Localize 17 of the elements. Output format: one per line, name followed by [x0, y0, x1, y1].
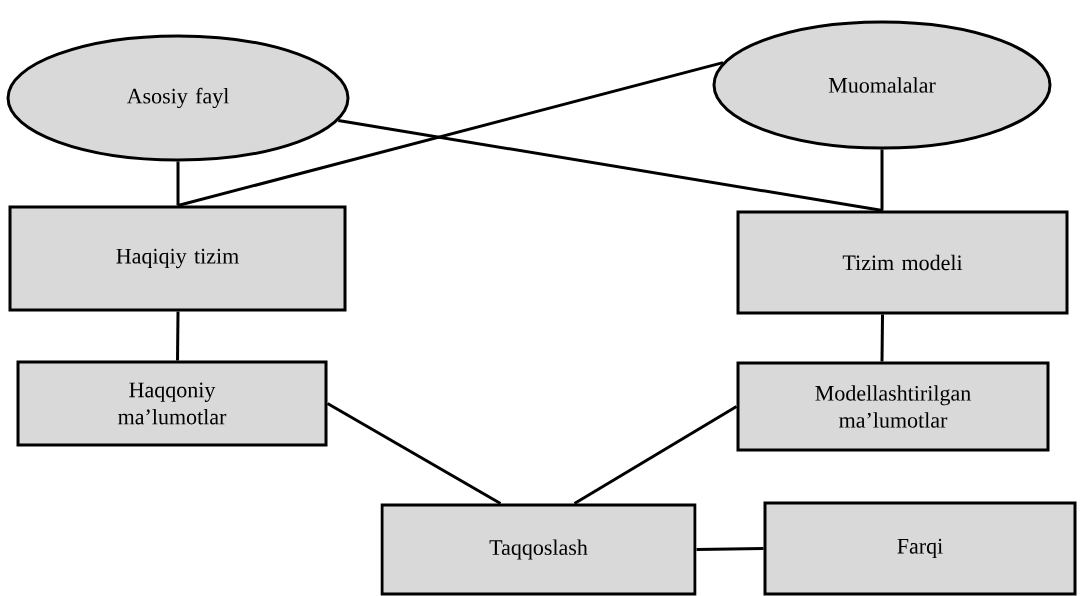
- connector-line: [338, 119, 883, 212]
- process-box: Haqqoniy ma’lumotlar: [16, 360, 328, 447]
- process-box: Modellashtirilgan ma’lumotlar: [736, 361, 1050, 452]
- connector-line: [696, 547, 764, 551]
- process-box: Taqqoslash: [380, 503, 697, 596]
- connector-line: [176, 161, 180, 206]
- connector-line: [326, 402, 502, 505]
- connector-line: [177, 61, 724, 207]
- connector-line: [176, 311, 180, 361]
- process-box: Farqi: [763, 501, 1077, 596]
- process-box: Haqiqiy tizim: [8, 205, 347, 312]
- ellipse-node: Muomalalar: [712, 20, 1052, 150]
- ellipse-node: Asosiy fayl: [6, 34, 350, 162]
- connector-line: [573, 405, 738, 505]
- connector-line: [880, 149, 884, 211]
- process-box: Tizim modeli: [736, 210, 1069, 315]
- connector-line: [880, 314, 884, 362]
